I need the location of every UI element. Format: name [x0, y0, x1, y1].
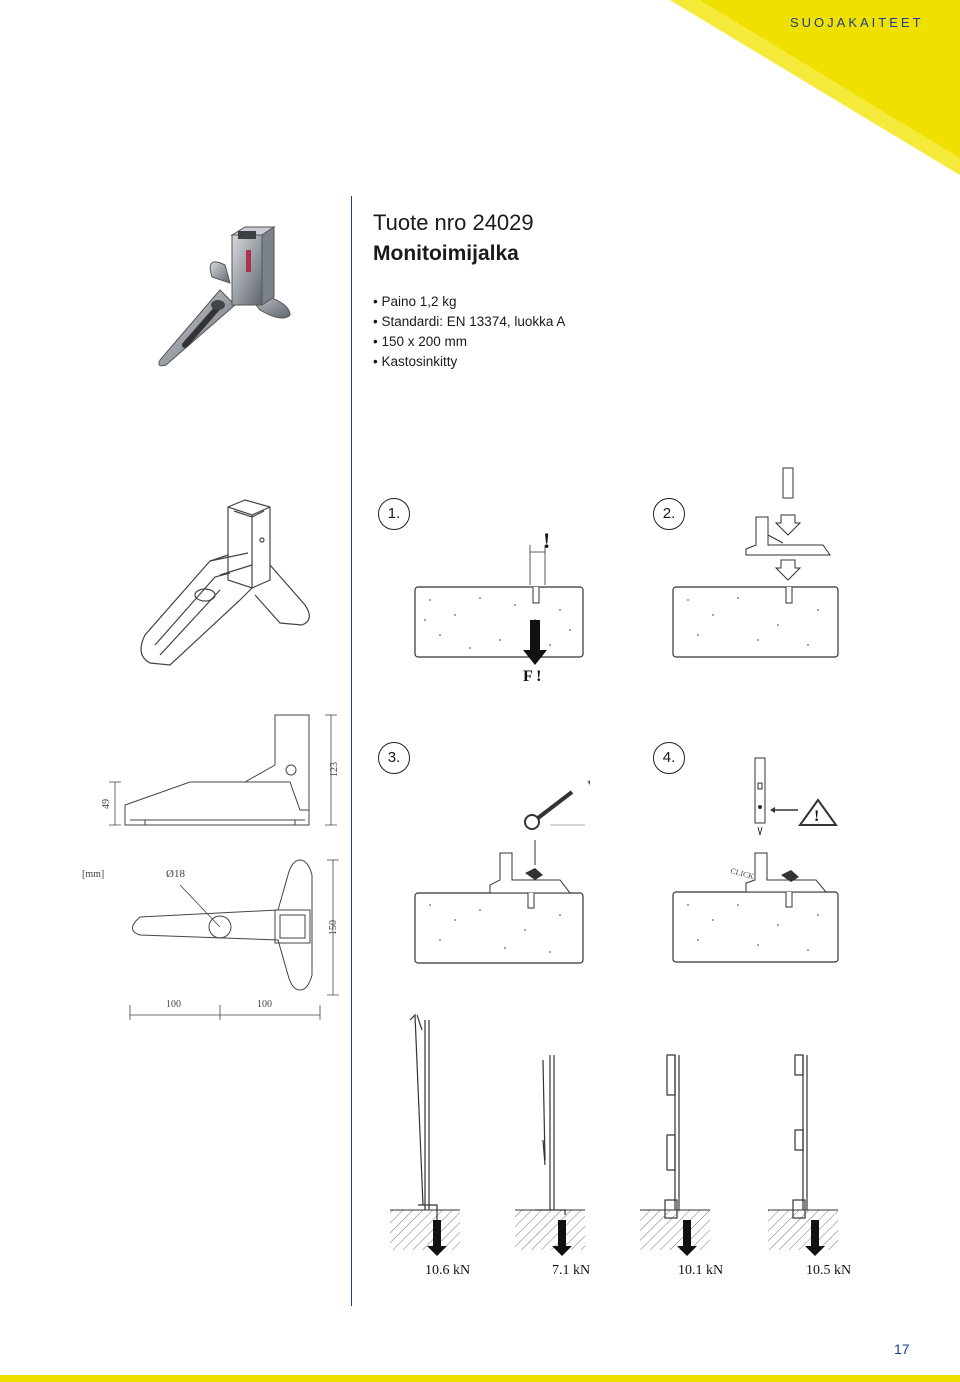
section-title: SUOJAKAITEET: [790, 15, 924, 30]
dimension-150: 150: [328, 920, 339, 935]
product-number: Tuote nro 24029: [373, 210, 534, 235]
plan-view-drawing: [mm] Ø18 150 100 100: [82, 859, 339, 1020]
click-label: CLICK: [729, 866, 755, 881]
step-1-label: 1.: [378, 498, 410, 530]
step-2-label: 2.: [653, 498, 685, 530]
load-value-1: 10.6 kN: [425, 1263, 470, 1278]
spec-list: Paino 1,2 kg Standardi: EN 13374, luokka…: [373, 292, 565, 372]
dimension-100-a: 100: [166, 999, 181, 1010]
hole-diameter: Ø18: [166, 868, 185, 880]
unit-label: [mm]: [82, 869, 104, 880]
dimension-49: 49: [101, 799, 112, 809]
dimension-100-b: 100: [257, 999, 272, 1010]
product-photo: [158, 226, 291, 367]
spec-finish: Kastosinkitty: [373, 352, 565, 372]
load-value-4: 10.5 kN: [806, 1263, 851, 1278]
bottom-accent-bar: [0, 1375, 960, 1382]
step-3-label: 3.: [378, 742, 410, 774]
page-number: 17: [894, 1341, 910, 1357]
vertical-divider: [351, 196, 352, 1306]
load-test-drawings: 10.6 kN 7.1 kN 10.1 kN 10.5 kN: [390, 1013, 851, 1278]
step-4-diagram: ! CLICK: [672, 757, 839, 963]
step-4-label: 4.: [653, 742, 685, 774]
dimension-123: 123: [329, 762, 340, 777]
step-3-diagram: [414, 780, 590, 964]
side-elevation-drawing: 123 49: [101, 714, 340, 826]
warning-icon: !: [814, 808, 819, 825]
spec-standard: Standardi: EN 13374, luokka A: [373, 312, 565, 332]
load-value-2: 7.1 kN: [552, 1263, 590, 1278]
step-1-diagram: ! F !: [414, 528, 584, 685]
force-mark: F !: [523, 668, 542, 685]
load-value-3: 10.1 kN: [678, 1263, 723, 1278]
isometric-drawing: [140, 499, 310, 666]
warning-exclamation: !: [543, 528, 550, 553]
spec-size: 150 x 200 mm: [373, 332, 565, 352]
step-2-diagram: [672, 467, 839, 658]
spec-weight: Paino 1,2 kg: [373, 292, 565, 312]
product-name: Monitoimijalka: [373, 242, 519, 265]
